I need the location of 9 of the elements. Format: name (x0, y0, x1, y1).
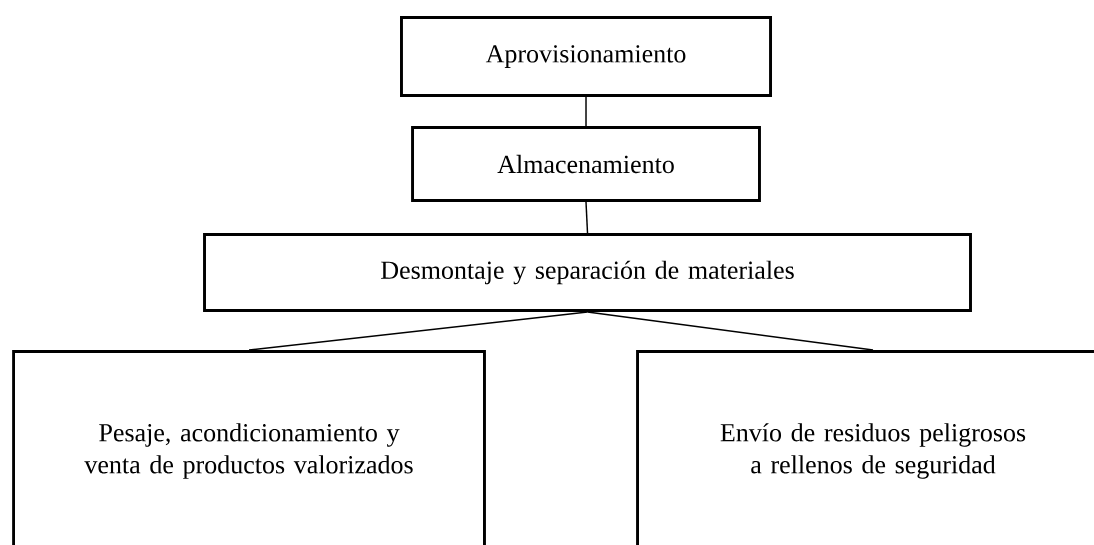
connector-line (585, 96, 587, 127)
process-box: Aprovisionamiento (400, 16, 772, 97)
process-box: Almacenamiento (411, 126, 761, 202)
connector-line (248, 311, 589, 351)
process-box: Envío de residuos peligrosos a rellenos de seguridad (636, 350, 1094, 545)
connector-line (586, 311, 874, 351)
process-box: Pesaje, acondicionamiento y venta de productos valorizados (12, 350, 486, 545)
connector-line (585, 201, 589, 234)
process-box: Desmontaje y separación de materiales (203, 233, 972, 312)
